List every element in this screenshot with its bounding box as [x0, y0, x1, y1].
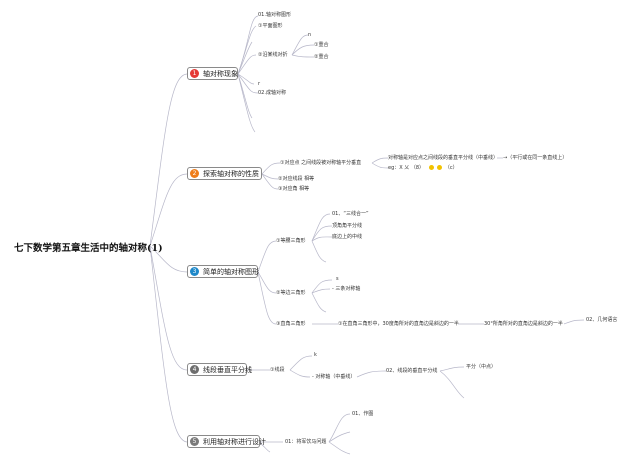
root-topic[interactable]: 七下数学第五章生活中的轴对称(1): [14, 243, 163, 254]
subtopic-segment[interactable]: ①线段: [270, 367, 285, 373]
subtopic-30-degree-rule[interactable]: ①在直角三角形中，30度角所对的直角边是斜边的一半: [338, 321, 459, 327]
subtopic-isosceles-triangle[interactable]: ①等腰三角形: [276, 238, 306, 244]
subtopic-apex-angle-bisector[interactable]: 顶角角平分线: [332, 223, 363, 229]
topic-label: 线段垂直平分线: [203, 365, 252, 374]
topic-4-perpendicular-bisector[interactable]: 4 线段垂直平分线: [187, 363, 252, 376]
subtopic-three-lines-coincide[interactable]: 01、“三线合一”: [332, 211, 369, 217]
example-text: eg：X 乂 （8）: [388, 165, 425, 171]
subtopic-axial-symmetric-figure[interactable]: 01.轴对称图形: [258, 12, 291, 18]
subtopic-symmetry-axis[interactable]: - 对称轴（中垂线）: [312, 374, 356, 380]
subtopic-corresponding-angles[interactable]: ③对应角 相等: [278, 186, 310, 192]
subtopic-fold-along-line[interactable]: ②沿某线对折: [258, 52, 288, 58]
smiley-icon: [428, 165, 434, 170]
subtopic-n[interactable]: n: [308, 32, 312, 38]
subtopic-coincide-1[interactable]: ①重合: [314, 42, 329, 48]
subtopic-corresponding-points[interactable]: ①对应点 之间线段被对称轴平分垂直: [280, 160, 362, 166]
subtopic-into-axial-symmetry[interactable]: 02.成轴对称: [258, 90, 286, 96]
subtopic-base-median[interactable]: 底边上的中线: [332, 234, 363, 240]
topic-label: 探索轴对称的性质: [203, 169, 259, 178]
topic-3-simple-symmetric-shapes[interactable]: 3 简单的轴对称图形: [187, 265, 259, 278]
subtopic-example[interactable]: eg：X 乂 （8） （c）: [388, 165, 458, 171]
smiley-icon: [437, 165, 443, 170]
number-badge: 3: [190, 267, 199, 276]
topic-5-design-with-symmetry[interactable]: 5 利用轴对称进行设计: [187, 435, 266, 448]
topic-label: 简单的轴对称图形: [203, 267, 259, 276]
subtopic-geometric-language[interactable]: 02、几何语言: [586, 317, 618, 323]
topic-2-symmetry-properties[interactable]: 2 探索轴对称的性质: [187, 167, 262, 180]
number-badge: 1: [190, 69, 199, 78]
subtopic-construction[interactable]: 01、作图: [352, 411, 374, 417]
topic-1-symmetry-phenomenon[interactable]: 1 轴对称现象: [187, 67, 238, 80]
subtopic-k[interactable]: k: [314, 352, 317, 358]
subtopic-corresponding-segments[interactable]: ②对应线段 相等: [278, 176, 315, 182]
topic-label: 利用轴对称进行设计: [203, 437, 266, 446]
subtopic-three-symmetry-axes[interactable]: - 三条对称轴: [332, 286, 361, 292]
subtopic-30-degree-rule-2[interactable]: 30°所角所对的直角边是斜边的一半: [484, 321, 563, 327]
subtopic-coincide-2[interactable]: ②重合: [314, 54, 329, 60]
subtopic-r[interactable]: r: [258, 81, 261, 87]
subtopic-parallel-or-collinear[interactable]: →（平行或在同一条直线上）: [503, 155, 568, 161]
subtopic-equilateral-triangle[interactable]: ②等边三角形: [276, 290, 306, 296]
subtopic-plane-figure[interactable]: ①平面图形: [258, 23, 283, 29]
subtopic-perpendicular-bisector[interactable]: 02、线段的垂直平分线: [386, 368, 438, 374]
number-badge: 4: [190, 365, 199, 374]
subtopic-general-drinking-horse[interactable]: 01：将军饮马问题: [285, 439, 327, 445]
subtopic-bisect-midpoint[interactable]: 平分（中点）: [466, 364, 497, 370]
subtopic-s[interactable]: s: [336, 276, 339, 282]
number-badge: 2: [190, 169, 199, 178]
topic-label: 轴对称现象: [203, 69, 238, 78]
subtopic-axis-is-bisector[interactable]: 对称轴是对应点之间线段的垂直平分线（中垂线）: [388, 155, 499, 161]
example-suffix: （c）: [444, 165, 458, 171]
number-badge: 5: [190, 437, 199, 446]
subtopic-right-triangle[interactable]: ③直角三角形: [276, 321, 306, 327]
